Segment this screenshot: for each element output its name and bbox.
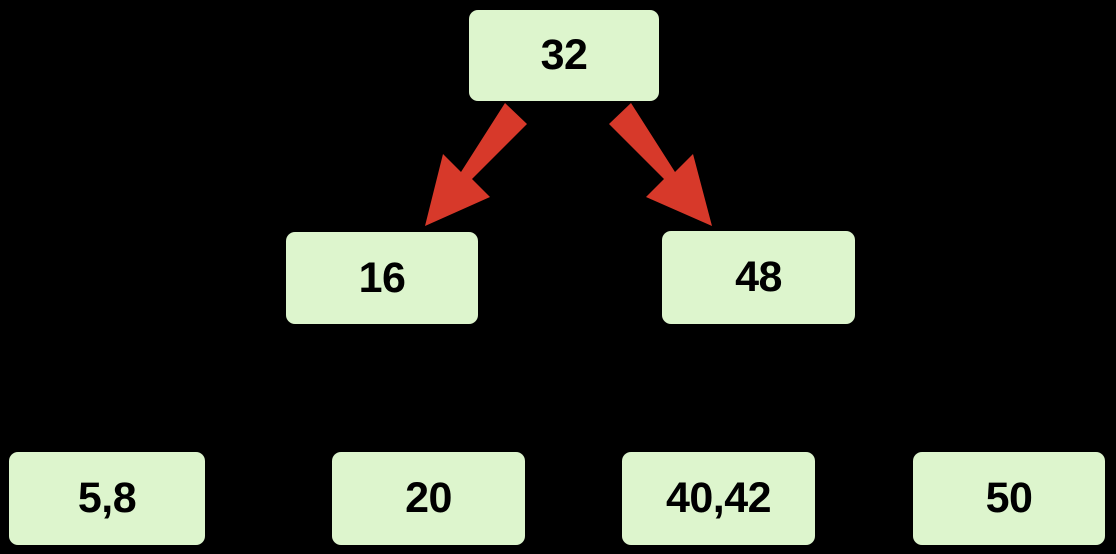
edge-arrow-root-to-right <box>609 103 712 226</box>
node-label-internal-right: 48 <box>735 253 782 301</box>
node-internal-right[interactable]: 48 <box>662 231 855 324</box>
node-leaf-3[interactable]: 40,42 <box>622 452 815 545</box>
edge-arrow-root-to-left <box>425 103 527 226</box>
node-leaf-4[interactable]: 50 <box>913 452 1105 545</box>
node-label-leaf-4: 50 <box>985 474 1033 522</box>
node-label-leaf-2: 20 <box>405 474 452 522</box>
node-label-root: 32 <box>540 31 588 79</box>
node-root[interactable]: 32 <box>469 10 659 101</box>
node-leaf-2[interactable]: 20 <box>332 452 525 545</box>
node-label-leaf-3: 40,42 <box>665 474 772 522</box>
node-label-internal-left: 16 <box>358 253 406 302</box>
node-label-leaf-1: 5,8 <box>77 474 137 522</box>
node-leaf-1[interactable]: 5,8 <box>9 452 205 545</box>
node-internal-left[interactable]: 16 <box>286 232 478 324</box>
